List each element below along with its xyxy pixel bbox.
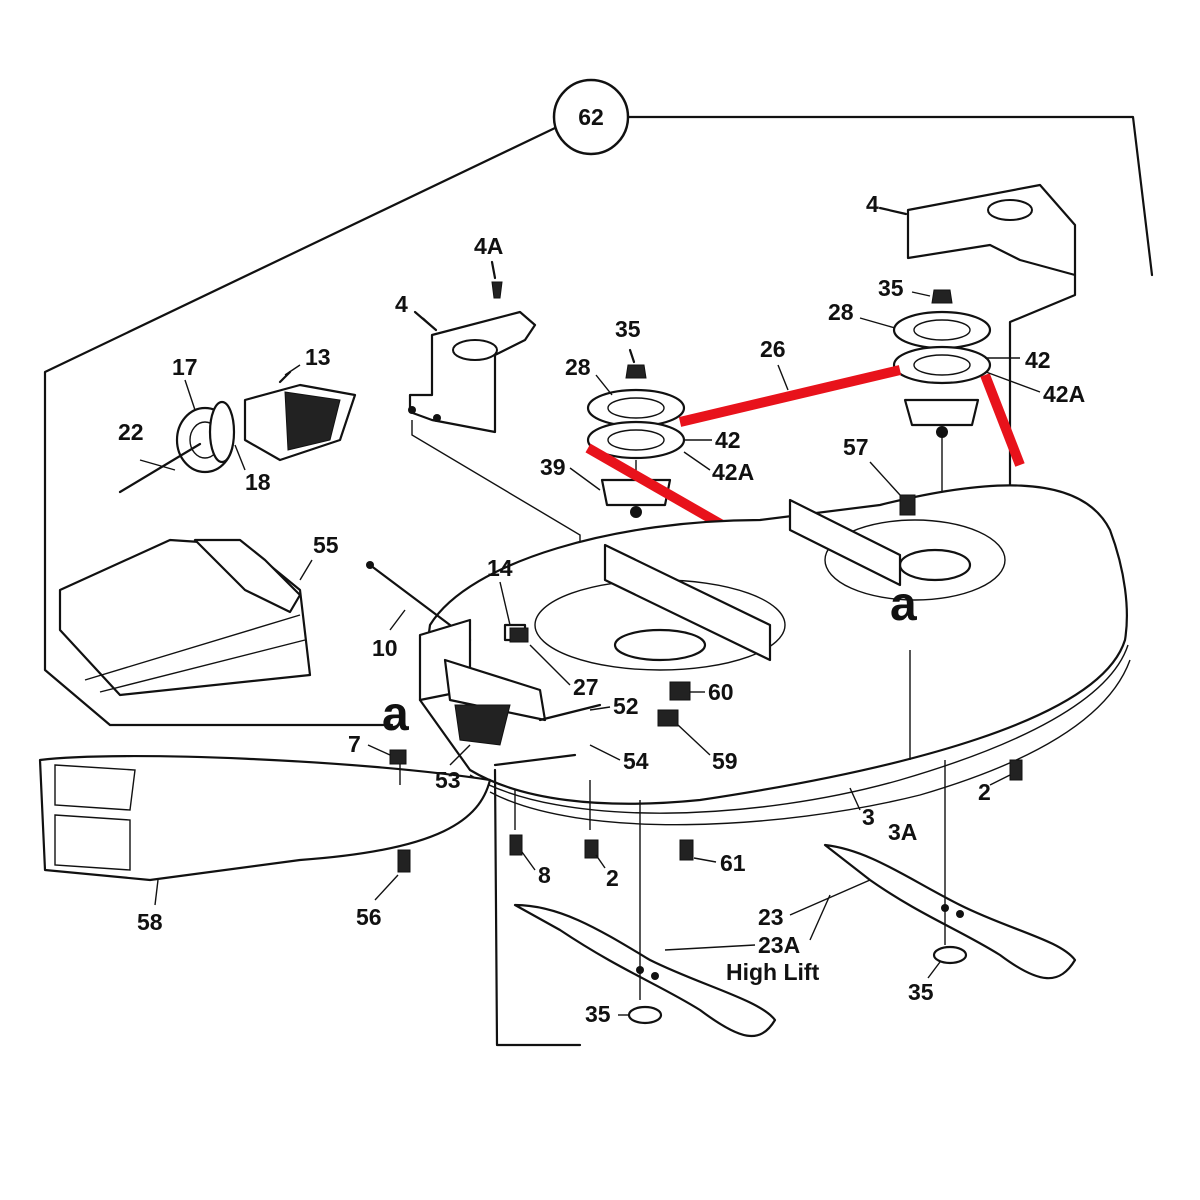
label-pointers <box>139 291 1041 1016</box>
label-58: 58 <box>137 909 163 935</box>
label-18: 18 <box>245 469 271 495</box>
label-54: 54 <box>623 748 649 774</box>
label-52: 52 <box>613 693 639 719</box>
label-high-lift: High Lift <box>726 959 820 985</box>
label-61: 61 <box>720 850 746 876</box>
mower-deck <box>418 484 1131 826</box>
label-4a: 4A <box>474 233 503 259</box>
label-35-top-right: 35 <box>878 275 904 301</box>
label-26: 26 <box>760 336 786 362</box>
bolt-4a <box>490 260 503 299</box>
front-baffle-58 <box>38 754 492 882</box>
label-2-right: 2 <box>978 779 991 805</box>
label-53: 53 <box>435 767 461 793</box>
spindle-left <box>586 348 686 518</box>
label-22: 22 <box>118 419 144 445</box>
label-4-right: 4 <box>866 191 879 217</box>
label-7: 7 <box>348 731 361 757</box>
label-56: 56 <box>356 904 382 930</box>
label-14: 14 <box>487 555 513 581</box>
fasteners <box>389 494 1023 1025</box>
label-42a-left: 42A <box>712 459 754 485</box>
label-60: 60 <box>708 679 734 705</box>
label-23: 23 <box>758 904 784 930</box>
label-8: 8 <box>538 862 551 888</box>
label-27: 27 <box>573 674 599 700</box>
label-28-right: 28 <box>828 299 854 325</box>
part-labels: 4 4A 4 35 35 28 28 26 42 42A 42 42A 39 5… <box>118 191 1085 1027</box>
belt-shield-right <box>878 183 1077 542</box>
callout-62: 62 <box>43 78 1154 727</box>
blade-right <box>823 843 1077 980</box>
label-3: 3 <box>862 804 875 830</box>
label-4-left: 4 <box>395 291 408 317</box>
label-57: 57 <box>843 434 869 460</box>
label-42-left: 42 <box>715 427 741 453</box>
label-2-left: 2 <box>606 865 619 891</box>
label-35-top-left: 35 <box>615 316 641 342</box>
label-42a-right: 42A <box>1043 381 1085 407</box>
label-35-bottom-right: 35 <box>908 979 934 1005</box>
label-10: 10 <box>372 635 398 661</box>
blade-left <box>513 903 777 1038</box>
label-35-bottom-left: 35 <box>585 1001 611 1027</box>
idler-pulley-assembly <box>118 370 357 494</box>
label-23a: 23A <box>758 932 800 958</box>
label-3a: 3A <box>888 819 917 845</box>
label-39: 39 <box>540 454 566 480</box>
label-28-left: 28 <box>565 354 591 380</box>
ref-a-right: a <box>890 578 917 631</box>
label-17: 17 <box>172 354 198 380</box>
label-42-right: 42 <box>1025 347 1051 373</box>
lift-bracket-assembly <box>366 561 602 767</box>
discharge-chute-55 <box>58 538 312 697</box>
label-59: 59 <box>712 748 738 774</box>
ref-a-left: a <box>382 688 409 741</box>
label-13: 13 <box>305 344 331 370</box>
label-55: 55 <box>313 532 339 558</box>
callout-62-label: 62 <box>578 104 604 130</box>
